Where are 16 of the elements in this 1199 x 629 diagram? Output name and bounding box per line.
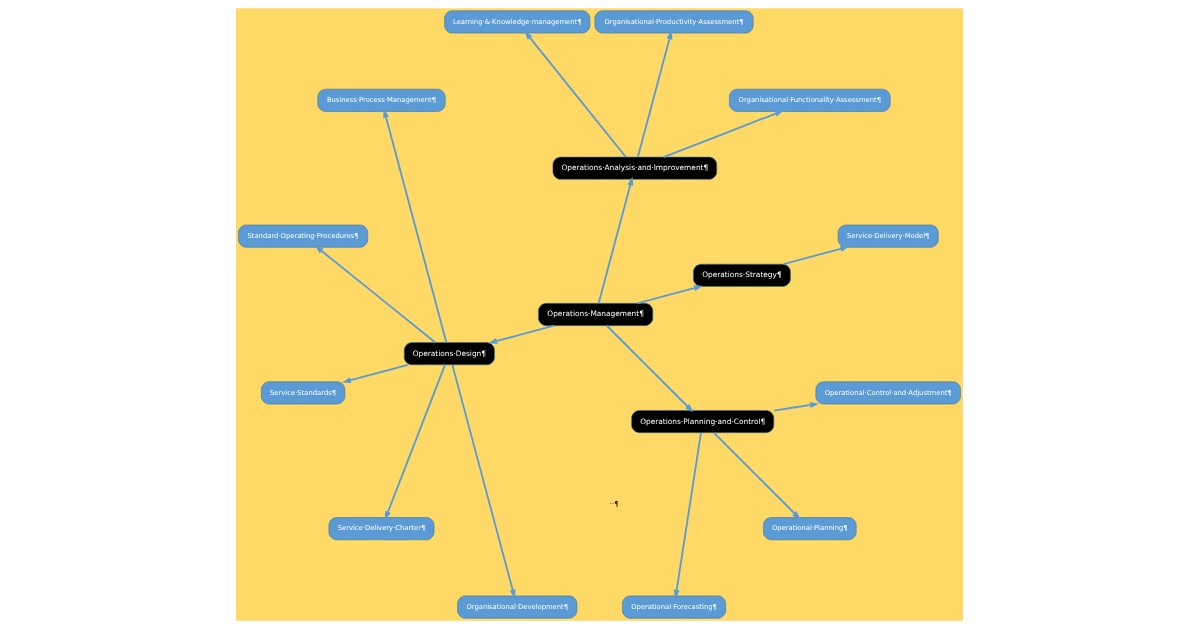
arrow	[713, 431, 801, 520]
arrow	[636, 30, 673, 158]
arrow	[314, 245, 437, 344]
arrow	[384, 364, 446, 520]
arrow	[636, 285, 703, 305]
arrow	[451, 364, 516, 599]
arrow	[662, 110, 784, 159]
arrow	[673, 431, 702, 599]
arrow	[605, 324, 694, 413]
arrow	[524, 31, 627, 158]
arrow	[488, 324, 555, 344]
arrow	[383, 109, 448, 344]
arrow	[597, 176, 634, 305]
arrow	[772, 401, 819, 412]
arrow	[782, 245, 850, 266]
arrow	[342, 363, 409, 384]
